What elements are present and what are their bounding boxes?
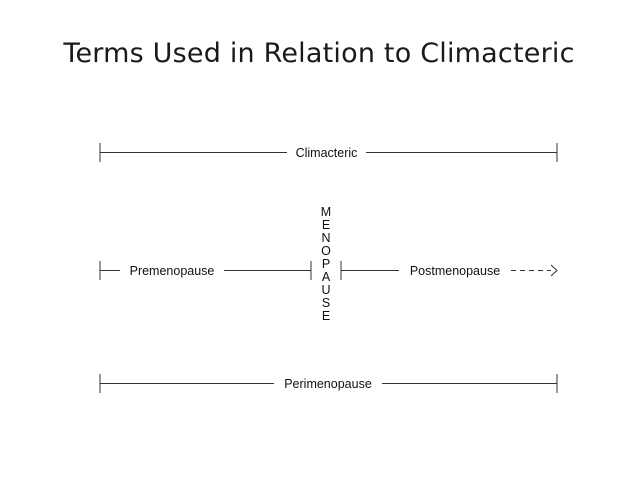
premenopause-span [99,261,312,280]
menopause-letter: U [321,283,330,297]
menopause-vertical-label: M E N O P A U S E [321,205,331,323]
menopause-letter: E [322,309,330,323]
perimenopause-span [99,374,558,393]
menopause-letter: P [322,257,330,271]
climacteric-label: Climacteric [296,146,358,160]
menopause-letter: M [321,205,331,219]
menopause-letter: O [321,244,331,258]
postmenopause-label: Postmenopause [410,264,500,278]
perimenopause-label: Perimenopause [284,377,372,391]
slide-title: Terms Used in Relation to Climacteric [63,38,575,69]
menopause-letter: E [322,218,330,232]
postmenopause-arrow-icon [550,264,558,277]
climacteric-span [99,143,558,162]
menopause-letter: N [321,231,330,245]
menopause-letter: S [322,296,330,310]
postmenopause-span [340,261,558,280]
menopause-letter: A [322,270,331,284]
premenopause-label: Premenopause [130,264,215,278]
